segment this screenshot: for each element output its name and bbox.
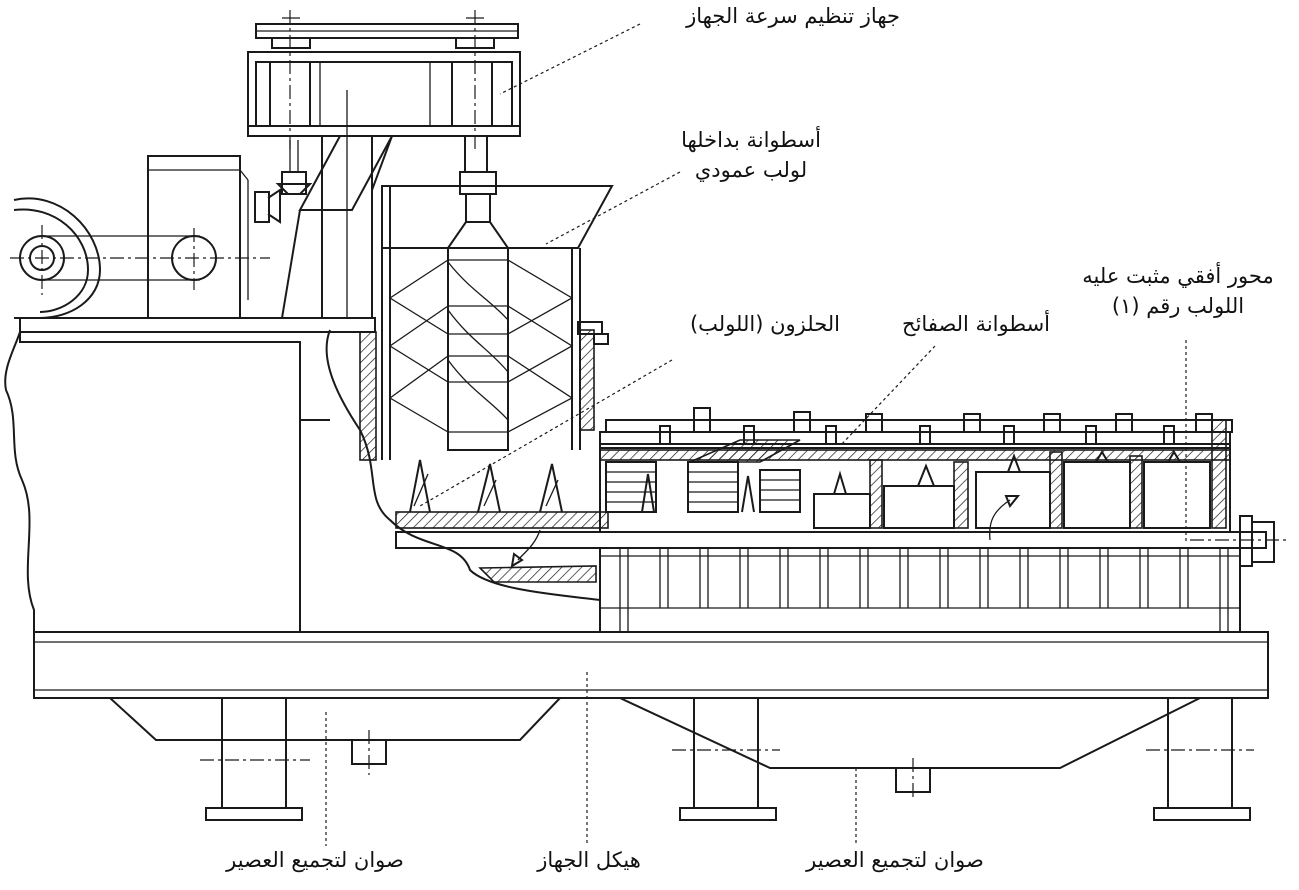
label-horizontal-shaft-line2: اللولب رقم (١) xyxy=(1111,294,1245,318)
plates-cylinder xyxy=(599,419,1231,533)
label-horizontal-shaft-line1: محور أفقي مثبت عليه xyxy=(1082,264,1274,288)
flow-arrows xyxy=(510,495,1021,568)
speed-regulator-assembly xyxy=(247,10,521,150)
cylinder-bolts xyxy=(605,407,1233,445)
label-screw-conveyor: الحلزون (اللولب) xyxy=(689,312,840,336)
machine-frame xyxy=(33,631,1269,699)
left-housing xyxy=(4,317,376,633)
label-juice-tray-right: صوان لتجميع العصير xyxy=(806,848,984,872)
label-vertical-screw-cylinder-line1: أسطوانة بداخلها xyxy=(681,128,821,152)
gearbox xyxy=(147,155,249,319)
juice-plates xyxy=(599,547,1241,633)
bevel-gear xyxy=(254,140,313,224)
vertical-screw-cylinder xyxy=(359,135,614,461)
label-speed-regulator: جهاز تنظيم سرعة الجهاز xyxy=(686,4,900,28)
label-vertical-screw-cylinder-line2: لولب عمودي xyxy=(694,158,808,182)
label-juice-tray-left: صوان لتجميع العصير xyxy=(226,848,404,872)
juice-tray-left xyxy=(109,697,561,821)
label-plates-cylinder: أسطوانة الصفائح xyxy=(902,312,1050,336)
horizontal-screw-conveyor xyxy=(395,459,609,529)
transmission-column xyxy=(281,90,394,319)
juice-tray-right xyxy=(619,697,1254,821)
motor-pulley xyxy=(10,197,270,319)
label-machine-frame: هيكل الجهاز xyxy=(537,848,641,872)
housing-break xyxy=(325,329,601,601)
leader-lines xyxy=(325,23,1187,846)
